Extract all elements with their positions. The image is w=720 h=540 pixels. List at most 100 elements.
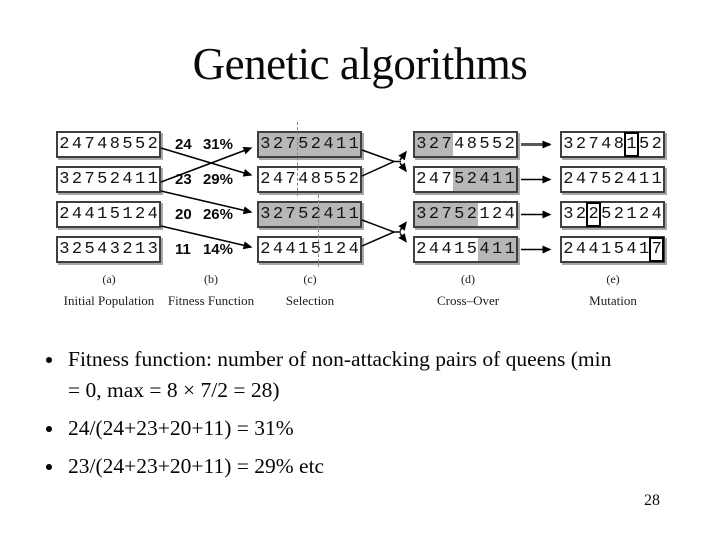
crossover-point-dashed-line-1 bbox=[297, 122, 298, 196]
gene-digit: 3 bbox=[563, 205, 574, 224]
gene-digit: 1 bbox=[335, 205, 347, 224]
gene-digit: 2 bbox=[134, 205, 146, 224]
gene-digit: 3 bbox=[59, 170, 70, 189]
gene-digit: 2 bbox=[416, 240, 427, 259]
gene-digit: 4 bbox=[441, 240, 452, 259]
column-name-mutation: Mutation bbox=[589, 293, 637, 308]
gene-digit: 7 bbox=[588, 135, 599, 154]
gene-digit: 1 bbox=[335, 135, 347, 154]
gene-digit: 1 bbox=[638, 240, 650, 259]
gene-digit: 2 bbox=[504, 135, 515, 154]
crossover-junction-arrows bbox=[361, 149, 407, 247]
gene-digit: 1 bbox=[134, 240, 146, 259]
gene-digit: 4 bbox=[71, 205, 83, 224]
gene-digit: 4 bbox=[122, 170, 133, 189]
column-name-selection: Selection bbox=[285, 293, 335, 308]
gene-digit: 4 bbox=[626, 170, 637, 189]
gene-digit: 8 bbox=[613, 135, 624, 154]
gene-digit: 4 bbox=[626, 240, 637, 259]
gene-digit: 2 bbox=[465, 168, 479, 191]
crossover-point-dashed-line-2 bbox=[318, 195, 319, 267]
gene-digit: 4 bbox=[323, 205, 334, 224]
gene-digit: 4 bbox=[84, 205, 95, 224]
gene-digit: 2 bbox=[272, 135, 284, 154]
gene-digit: 1 bbox=[298, 240, 309, 259]
gene-digit: 2 bbox=[575, 135, 587, 154]
gene-digit: 4 bbox=[285, 240, 296, 259]
column-letter-a: (a) bbox=[102, 272, 116, 286]
gene-digit: 2 bbox=[260, 170, 271, 189]
gene-digit: 4 bbox=[298, 170, 309, 189]
fitness-value: 23 29% bbox=[175, 170, 233, 189]
gene-digit: 2 bbox=[348, 170, 359, 189]
bullet-item: 24/(24+23+20+11) = 31% bbox=[46, 413, 706, 444]
gene-digit: 5 bbox=[109, 205, 120, 224]
gene-digit: 4 bbox=[478, 238, 491, 261]
gene-digit: 1 bbox=[503, 238, 516, 261]
gene-digit: 2 bbox=[71, 170, 83, 189]
gene-digit: 1 bbox=[479, 205, 490, 224]
bullet-icon bbox=[46, 357, 52, 363]
gene-digit: 1 bbox=[134, 170, 146, 189]
gene-digit: 7 bbox=[588, 170, 599, 189]
gene-digit: 2 bbox=[563, 240, 574, 259]
gene-digit: 5 bbox=[479, 135, 490, 154]
column-letter-e: (e) bbox=[606, 272, 620, 286]
bullet-text-line: 23/(24+23+20+11) = 29% etc bbox=[68, 454, 325, 478]
gene-digit: 2 bbox=[272, 205, 284, 224]
bullet-text-line: = 0, max = 8 × 7/2 = 28) bbox=[68, 378, 280, 402]
bullet-icon bbox=[46, 426, 52, 432]
gene-digit: 7 bbox=[285, 170, 296, 189]
fitness-score: 24 bbox=[175, 136, 192, 153]
gene-digit: 4 bbox=[478, 168, 491, 191]
gene-digit: 2 bbox=[613, 205, 624, 224]
gene-digit: 4 bbox=[588, 240, 599, 259]
column-letter-d: (d) bbox=[461, 272, 475, 286]
gene-digit: 2 bbox=[109, 170, 120, 189]
gene-digit: 3 bbox=[563, 135, 574, 154]
bullet-list: Fitness function: number of non-attackin… bbox=[46, 344, 706, 489]
gene-digit: 1 bbox=[626, 205, 637, 224]
gene-digit: 1 bbox=[638, 170, 650, 189]
fitness-percentage: 29% bbox=[202, 171, 233, 188]
fitness-score: 23 bbox=[175, 171, 192, 188]
gene-digit: 3 bbox=[109, 240, 120, 259]
gene-digit: 5 bbox=[298, 135, 309, 154]
gene-digit: 4 bbox=[147, 205, 158, 224]
gene-digit: 1 bbox=[490, 168, 504, 191]
gene-digit: 5 bbox=[613, 240, 624, 259]
gene-digit: 5 bbox=[122, 135, 133, 154]
gene-digit: 5 bbox=[84, 240, 95, 259]
gene-digit: 7 bbox=[441, 170, 452, 189]
gene-digit: 2 bbox=[310, 135, 321, 154]
gene-digit: 2 bbox=[638, 205, 650, 224]
gene-digit: 1 bbox=[122, 205, 133, 224]
gene-digit: 3 bbox=[147, 240, 158, 259]
gene-digit: 4 bbox=[454, 135, 465, 154]
gene-digit: 5 bbox=[491, 135, 503, 154]
gene-digit: 1 bbox=[624, 132, 639, 157]
gene-digit: 3 bbox=[415, 203, 428, 226]
gene-digit: 2 bbox=[563, 170, 574, 189]
gene-digit: 5 bbox=[638, 135, 650, 154]
gene-digit: 2 bbox=[147, 135, 158, 154]
gene-digit: 8 bbox=[310, 170, 321, 189]
bullet-text-line: 24/(24+23+20+11) = 31% bbox=[68, 416, 294, 440]
gene-digit: 4 bbox=[575, 170, 587, 189]
gene-digit: 2 bbox=[491, 205, 503, 224]
gene-digit: 1 bbox=[348, 205, 359, 224]
gene-digit: 2 bbox=[260, 240, 271, 259]
